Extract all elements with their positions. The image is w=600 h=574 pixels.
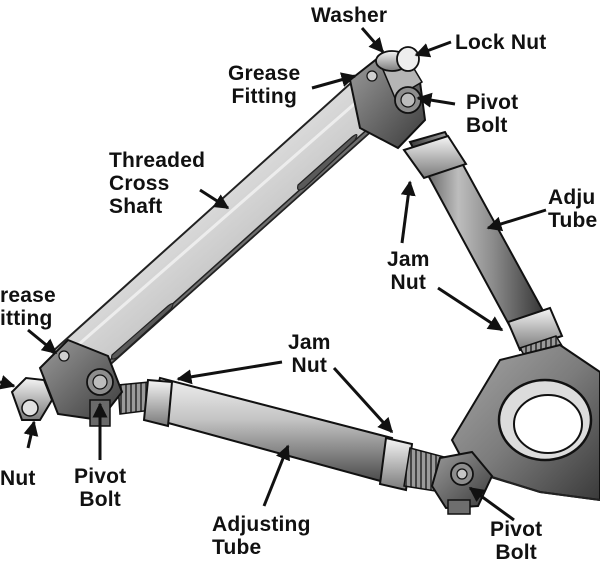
label-washer: Washer — [311, 4, 388, 27]
arrow-jam-nut-right-down — [437, 286, 504, 332]
bottom-adjusting-tube — [117, 376, 449, 493]
ball-joint-mount — [450, 343, 600, 502]
leader-arrows — [0, 27, 547, 522]
label-grease-fitting-top: Grease Fitting — [228, 62, 301, 108]
arrow-lock-nut-left-side — [0, 375, 16, 390]
label-pivot-bolt-top: Pivot Bolt — [466, 91, 519, 137]
label-threaded-cross-shaft: Threaded Cross Shaft — [109, 149, 206, 218]
arrow-grease-fitting-top — [311, 72, 357, 90]
arrow-jam-nut-bottom-left — [176, 360, 283, 385]
label-pivot-bolt-right: Pivot Bolt — [490, 518, 543, 564]
arrow-adjusting-tube-bottom — [262, 444, 290, 507]
label-lock-nut-left: Nut — [0, 467, 36, 490]
label-grease-fitting-left: rease itting — [0, 284, 56, 330]
label-adjusting-tube-bottom: Adjusting Tube — [212, 513, 311, 559]
label-jam-nut-right: Jam Nut — [387, 248, 430, 294]
arrow-pivot-bolt-top — [416, 92, 456, 108]
label-pivot-bolt-left: Pivot Bolt — [74, 465, 127, 511]
arrow-threaded-cross-shaft — [199, 188, 230, 210]
label-jam-nut-bottom: Jam Nut — [288, 331, 331, 377]
label-adjusting-tube-right: Adju Tube — [548, 186, 598, 232]
arrow-lock-nut-top — [414, 40, 452, 58]
arrow-lock-nut-left — [23, 420, 39, 449]
left-pivot-block — [10, 338, 124, 427]
threaded-cross-shaft — [50, 80, 401, 380]
top-pivot-block — [348, 46, 427, 150]
arrow-jam-nut-right-up — [400, 180, 416, 244]
label-lock-nut-top: Lock Nut — [455, 31, 547, 54]
arrow-grease-fitting-left — [27, 328, 58, 355]
arrow-washer — [360, 27, 385, 54]
arrow-jam-nut-bottom-right — [332, 366, 394, 434]
arrow-adjusting-tube-right — [486, 208, 547, 232]
arrow-pivot-bolt-right — [468, 486, 515, 522]
